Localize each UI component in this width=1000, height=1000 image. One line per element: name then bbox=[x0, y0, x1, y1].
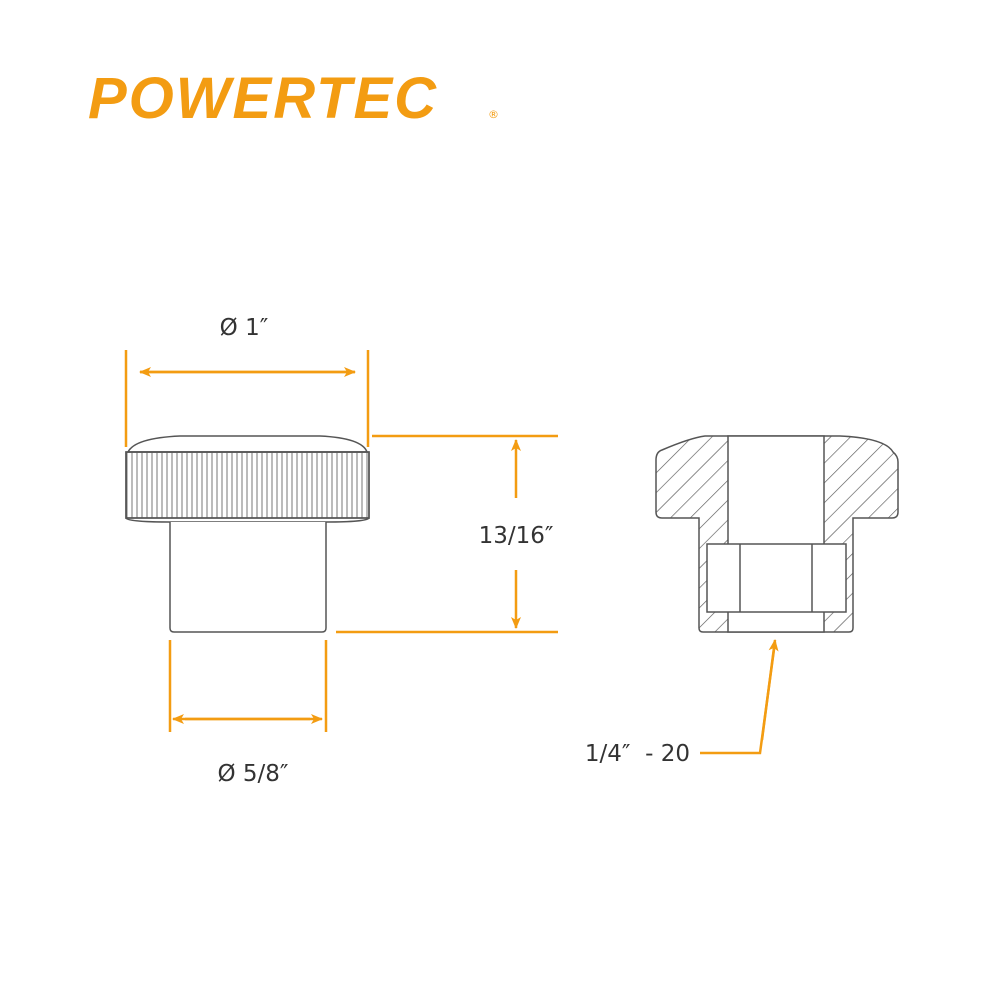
powertec-logo: POWERTEC ® bbox=[88, 66, 499, 131]
height-label: 13/16″ bbox=[479, 523, 554, 549]
dimension-lines bbox=[124, 350, 779, 755]
head-diameter-label: Ø 1″ bbox=[220, 315, 269, 341]
knob-cross-section bbox=[655, 435, 899, 633]
thread-label: 1/4″ - 20 bbox=[585, 741, 690, 767]
svg-text:POWERTEC: POWERTEC bbox=[88, 66, 438, 131]
knob-side-view bbox=[125, 435, 370, 633]
stem-diameter-label: Ø 5/8″ bbox=[217, 761, 288, 787]
svg-text:®: ® bbox=[488, 108, 499, 121]
